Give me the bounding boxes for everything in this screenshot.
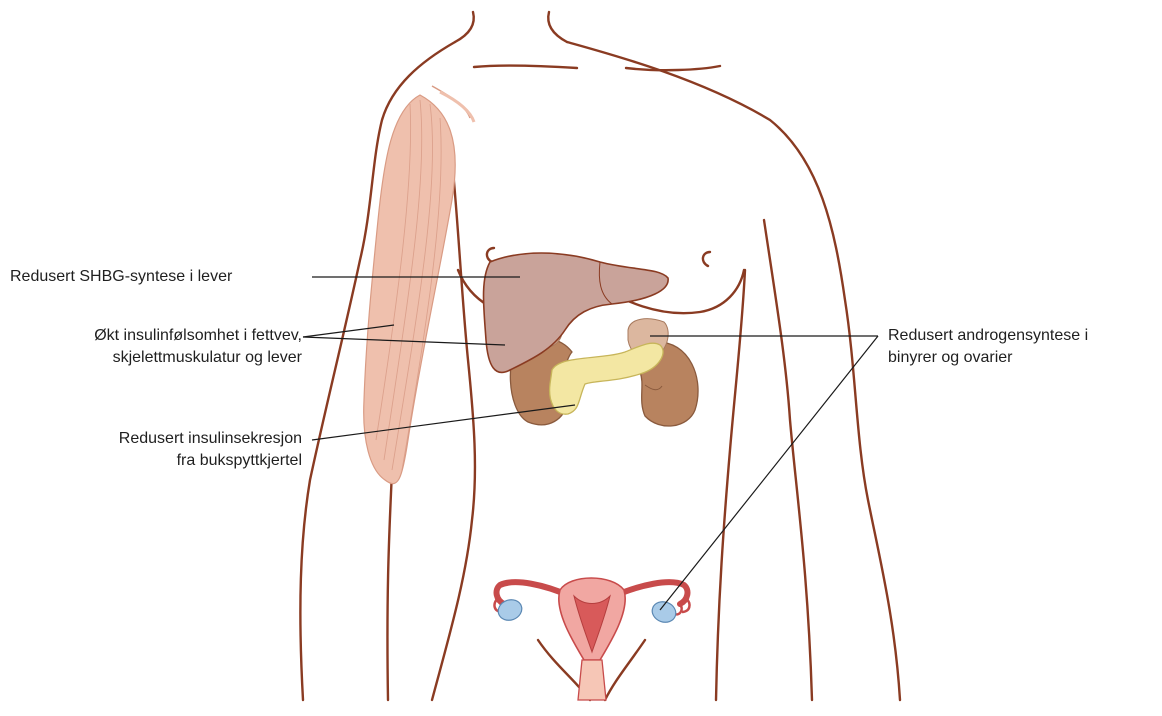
right-arm-inner: [764, 220, 812, 700]
label-insulin-sensitivity: Økt insulinfølsomhet i fettvev, skjelett…: [10, 325, 302, 369]
label-liver-line1: Redusert SHBG-syntese i lever: [10, 266, 232, 288]
left-nipple: [487, 248, 494, 262]
arm-muscle: [364, 86, 474, 484]
label-androgen: Redusert androgensyntese i binyrer og ov…: [888, 325, 1088, 369]
label-insulin-secretion-line1: Redusert insulinsekresjon: [10, 428, 302, 450]
label-androgen-line1: Redusert androgensyntese i: [888, 325, 1088, 347]
label-insulin-secretion: Redusert insulinsekresjon fra bukspyttkj…: [10, 428, 302, 472]
neck-left-line: [455, 12, 474, 42]
collarbone-left: [474, 65, 577, 68]
right-nipple: [703, 252, 710, 266]
label-insulin-secretion-line2: fra bukspyttkjertel: [10, 450, 302, 472]
label-androgen-line2: binyrer og ovarier: [888, 347, 1088, 369]
label-liver: Redusert SHBG-syntese i lever: [10, 266, 232, 288]
reproductive-organs: [495, 578, 690, 700]
neck-right-line: [548, 12, 567, 42]
label-insulin-sensitivity-line2: skjelettmuskulatur og lever: [10, 347, 302, 369]
collarbone-right: [626, 66, 720, 70]
right-groin: [605, 640, 645, 700]
label-insulin-sensitivity-line1: Økt insulinfølsomhet i fettvev,: [10, 325, 302, 347]
right-torso-side: [716, 270, 745, 700]
